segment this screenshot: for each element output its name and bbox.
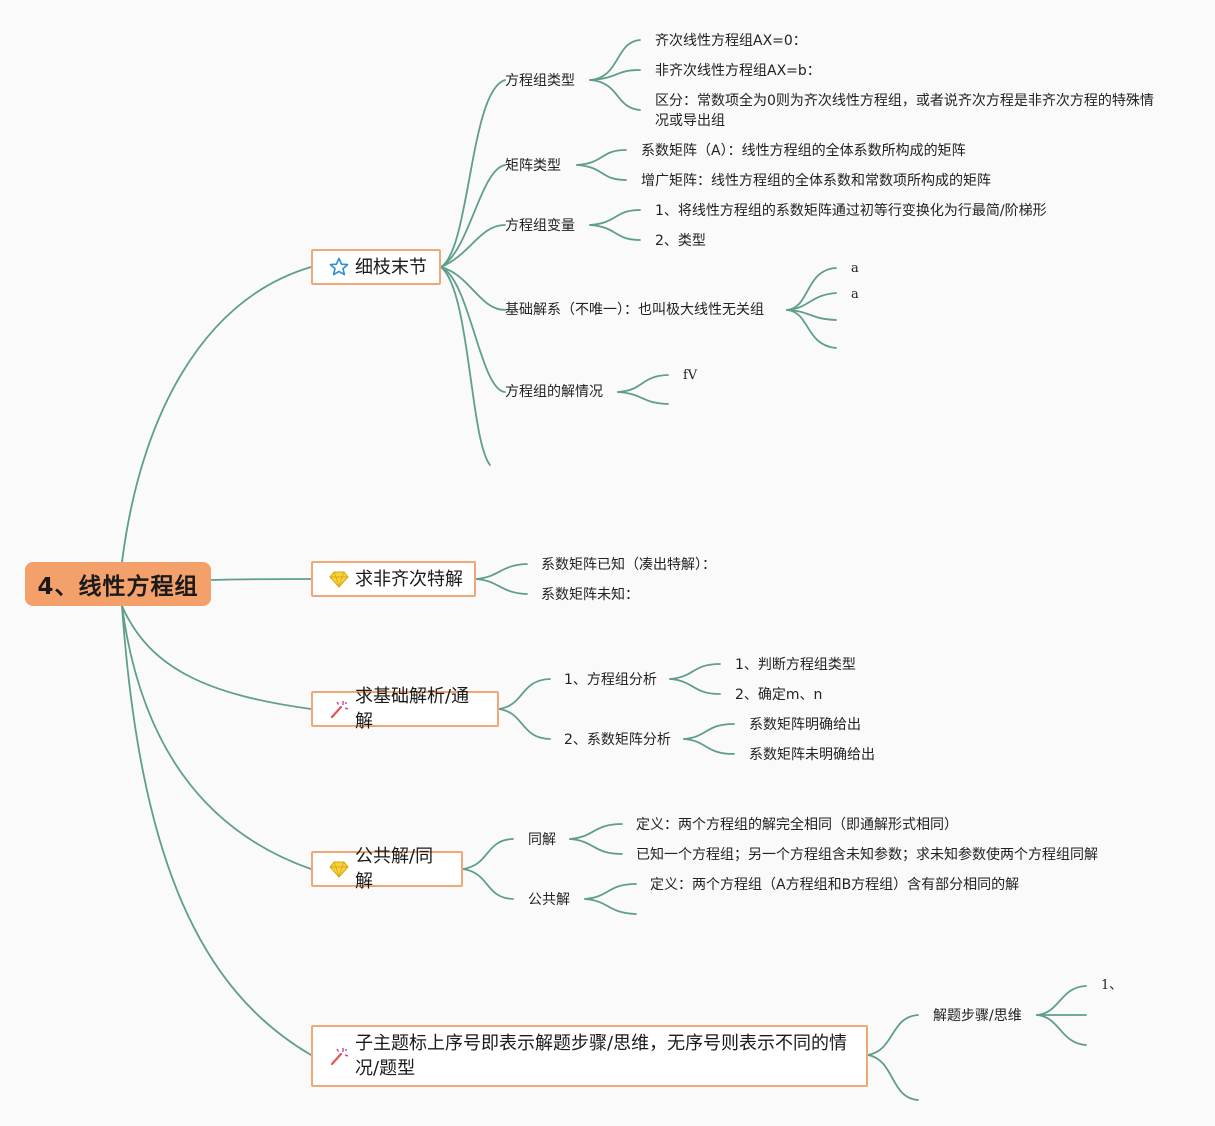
root-title: 4、线性方程组 — [37, 574, 199, 600]
topic-step-1[interactable]: 1、 — [1101, 978, 1123, 993]
branch-legend-note[interactable]: 子主题标上序号即表示解题步骤/思维，无序号则表示不同的情况/题型 — [311, 1025, 868, 1087]
topic-same-solution-def[interactable]: 定义：两个方程组的解完全相同（即通解形式相同） — [636, 817, 958, 833]
topic-matrix-unknown[interactable]: 系数矩阵未知： — [541, 587, 639, 603]
branch-common-solution[interactable]: 公共解/同解 — [311, 846, 463, 892]
topic-common-solution[interactable]: 公共解 — [528, 892, 570, 908]
topic-same-solution[interactable]: 同解 — [528, 832, 556, 848]
topic-homogeneous[interactable]: 齐次线性方程组AX=0： — [655, 33, 807, 49]
topic-distinction[interactable]: 区分：常数项全为0则为齐次线性方程组，或者说齐次方程是非齐次方程的特殊情况或导出… — [655, 93, 1154, 129]
topic-basic-solution[interactable]: 基础解系（不唯一）：也叫极大线性无关组 — [505, 302, 764, 318]
root-topic[interactable]: 4、线性方程组 — [25, 562, 211, 606]
branch-details-title: 细枝末节 — [355, 256, 427, 278]
topic-system-analysis[interactable]: 1、方程组分析 — [564, 672, 657, 688]
topic-augmented-matrix[interactable]: 增广矩阵：线性方程组的全体系数和常数项所构成的矩阵 — [641, 173, 991, 189]
topic-matrix-not-given[interactable]: 系数矩阵未明确给出 — [749, 747, 875, 763]
magic-wand-icon — [329, 1046, 349, 1066]
topic-solving-steps[interactable]: 解题步骤/思维 — [933, 1008, 1022, 1024]
diamond-icon — [329, 569, 349, 589]
topic-determine-mn[interactable]: 2、确定m、n — [735, 687, 823, 703]
topic-solution-cases[interactable]: 方程组的解情况 — [505, 384, 603, 400]
topic-solution-fv[interactable]: fV — [683, 368, 698, 383]
branch-general-solution[interactable]: 求基础解析/通解 — [311, 686, 499, 732]
topic-common-solution-def[interactable]: 定义：两个方程组（A方程组和B方程组）含有部分相同的解 — [650, 877, 1020, 893]
topic-matrix-type[interactable]: 矩阵类型 — [505, 158, 561, 174]
topic-row-reduce[interactable]: 1、将线性方程组的系数矩阵通过初等行变换化为行最简/阶梯形 — [655, 203, 1047, 219]
branch-common-title: 公共解/同解 — [355, 846, 434, 892]
branch-legend-title: 子主题标上序号即表示解题步骤/思维，无序号则表示不同的情况/题型 — [355, 1033, 848, 1079]
topic-equation-type[interactable]: 方程组类型 — [505, 73, 575, 89]
topic-nonhomogeneous[interactable]: 非齐次线性方程组AX=b： — [655, 63, 821, 79]
topic-same-solution-param[interactable]: 已知一个方程组；另一个方程组含未知参数；求未知参数使两个方程组同解 — [636, 847, 1098, 863]
branch-details[interactable]: 细枝末节 — [311, 249, 441, 285]
branch-general-title: 求基础解析/通解 — [355, 686, 470, 732]
magic-wand-icon — [329, 699, 349, 719]
topic-basic-solution-a1[interactable]: a — [851, 261, 859, 276]
topic-coefficient-matrix[interactable]: 系数矩阵（A）：线性方程组的全体系数所构成的矩阵 — [641, 143, 966, 159]
topic-matrix-given[interactable]: 系数矩阵明确给出 — [749, 717, 861, 733]
branch-particular-solution[interactable]: 求非齐次特解 — [311, 561, 476, 597]
topic-basic-solution-a2[interactable]: a — [851, 287, 859, 302]
topic-determine-type[interactable]: 1、判断方程组类型 — [735, 657, 856, 673]
topic-variable-types[interactable]: 2、类型 — [655, 233, 706, 249]
branch-particular-title: 求非齐次特解 — [355, 568, 463, 590]
star-icon — [329, 257, 349, 277]
topic-variables[interactable]: 方程组变量 — [505, 218, 575, 234]
topic-matrix-known[interactable]: 系数矩阵已知（凑出特解）： — [541, 557, 716, 573]
topic-matrix-analysis[interactable]: 2、系数矩阵分析 — [564, 732, 671, 748]
diamond-icon — [329, 859, 349, 879]
